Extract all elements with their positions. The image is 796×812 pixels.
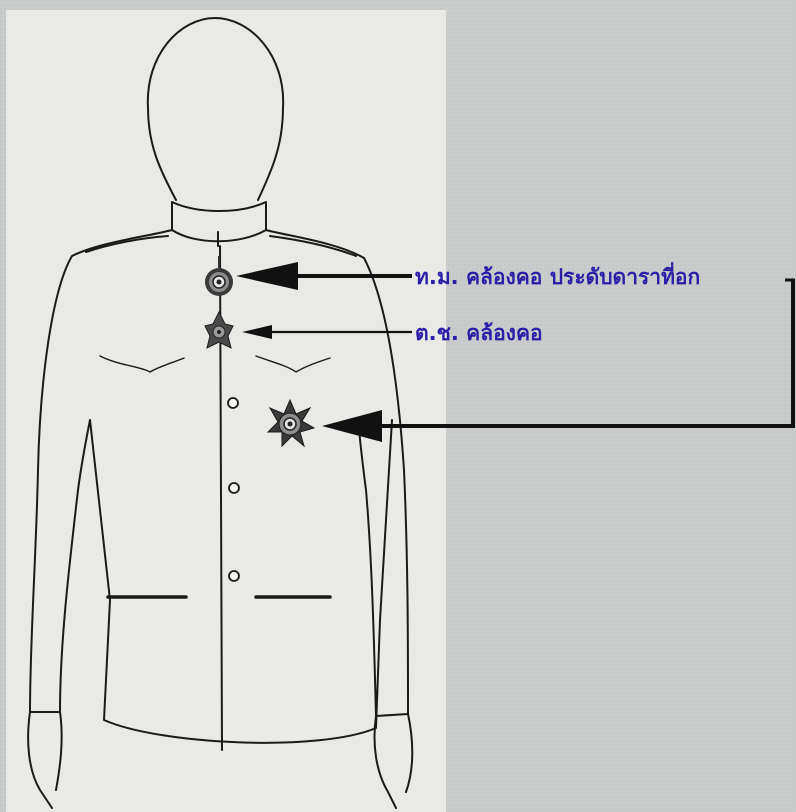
label-lower-neck: ต.ช. คล้องคอ [415,320,543,346]
button [229,571,239,581]
button [229,483,239,493]
label-neck-and-star: ท.ม. คล้องคอ ประดับดาราที่อก [415,264,700,290]
button [228,398,238,408]
